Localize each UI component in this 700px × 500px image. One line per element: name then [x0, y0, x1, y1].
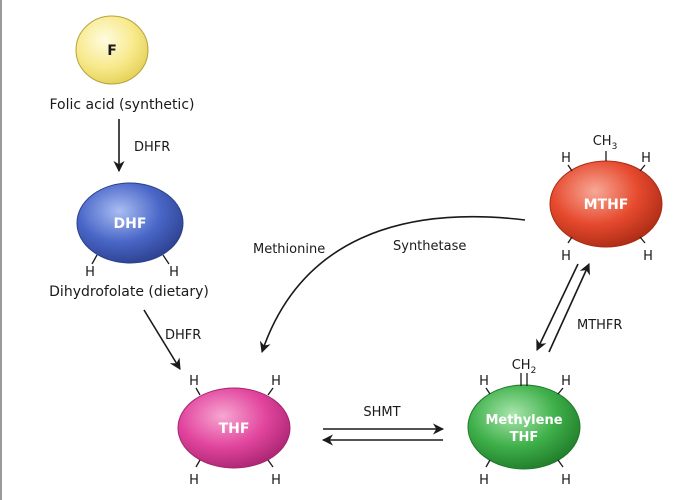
folic-acid-ellipse	[75, 15, 149, 85]
methylene-hydrogen-top-right: H	[561, 374, 571, 389]
folic-acid-label: F	[107, 43, 117, 59]
mthf-bond-top-right	[639, 164, 646, 172]
methylene-thf-label-line1: Methylene	[485, 413, 562, 428]
thf-node: THF H H H H	[177, 374, 291, 488]
folic-acid-node: F	[75, 15, 149, 85]
enzyme-dhfr-2: DHFR	[165, 328, 201, 343]
arrow-methylene-to-mthf	[548, 262, 590, 353]
methylene-ch2-group: CH2	[512, 358, 537, 376]
dhf-label: DHF	[114, 216, 147, 232]
methylene-bond-bottom-right	[557, 459, 564, 468]
thf-hydrogen-top-right: H	[271, 374, 281, 389]
methylene-hydrogen-top-left: H	[479, 374, 489, 389]
mthf-node: MTHF CH3 H H H H	[549, 134, 663, 264]
mthf-bond-bottom-left	[567, 236, 573, 244]
enzyme-dhfr-1: DHFR	[134, 140, 170, 155]
dhf-bond-right	[162, 254, 170, 265]
methylene-thf-label-line2: THF	[510, 430, 539, 445]
mthf-hydrogen-bottom-right: H	[643, 249, 653, 264]
enzyme-synthetase: Synthetase	[393, 239, 466, 254]
enzyme-mthfr: MTHFR	[577, 318, 622, 333]
mthf-ch3-group: CH3	[593, 134, 618, 152]
arrow-dhf-to-thf	[143, 309, 181, 370]
thf-bond-bottom-right	[267, 459, 274, 468]
methylene-hydrogen-bottom-left: H	[479, 473, 489, 488]
methylene-bond-bottom-left	[485, 459, 491, 468]
thf-hydrogen-bottom-left: H	[189, 473, 199, 488]
thf-bond-top-right	[267, 387, 274, 396]
dhf-node: DHF H H	[76, 182, 184, 280]
mthf-hydrogen-top-right: H	[641, 151, 651, 166]
thf-bond-top-left	[195, 387, 201, 396]
methylene-thf-node: Methylene THF CH2 H H H H	[467, 358, 581, 488]
methylene-bond-top-right	[557, 387, 564, 395]
methylene-hydrogen-bottom-right: H	[561, 473, 571, 488]
dhf-caption: Dihydrofolate (dietary)	[49, 284, 209, 300]
mthf-hydrogen-bottom-left: H	[561, 249, 571, 264]
enzyme-shmt: SHMT	[363, 405, 400, 420]
thf-hydrogen-bottom-right: H	[271, 473, 281, 488]
thf-bond-bottom-left	[195, 459, 201, 468]
arrow-mthf-to-thf	[259, 215, 526, 354]
thf-label: THF	[219, 421, 250, 437]
enzyme-methionine: Methionine	[253, 242, 325, 257]
mthf-bond-top-left	[567, 164, 573, 172]
mthf-label: MTHF	[584, 197, 629, 213]
folic-acid-caption: Folic acid (synthetic)	[50, 97, 195, 113]
dhf-hydrogen-left: H	[85, 265, 95, 280]
dhf-hydrogen-right: H	[169, 265, 179, 280]
mthf-hydrogen-top-left: H	[561, 151, 571, 166]
methylene-bond-top-left	[485, 387, 491, 395]
left-border	[0, 0, 2, 500]
thf-hydrogen-top-left: H	[189, 374, 199, 389]
methylene-thf-ellipse	[467, 384, 581, 470]
dhf-bond-left	[91, 254, 98, 265]
dhf-ellipse	[76, 182, 184, 264]
thf-ellipse	[177, 387, 291, 469]
mthf-bond-bottom-right	[639, 236, 646, 244]
arrow-mthf-to-methylene	[536, 263, 579, 352]
